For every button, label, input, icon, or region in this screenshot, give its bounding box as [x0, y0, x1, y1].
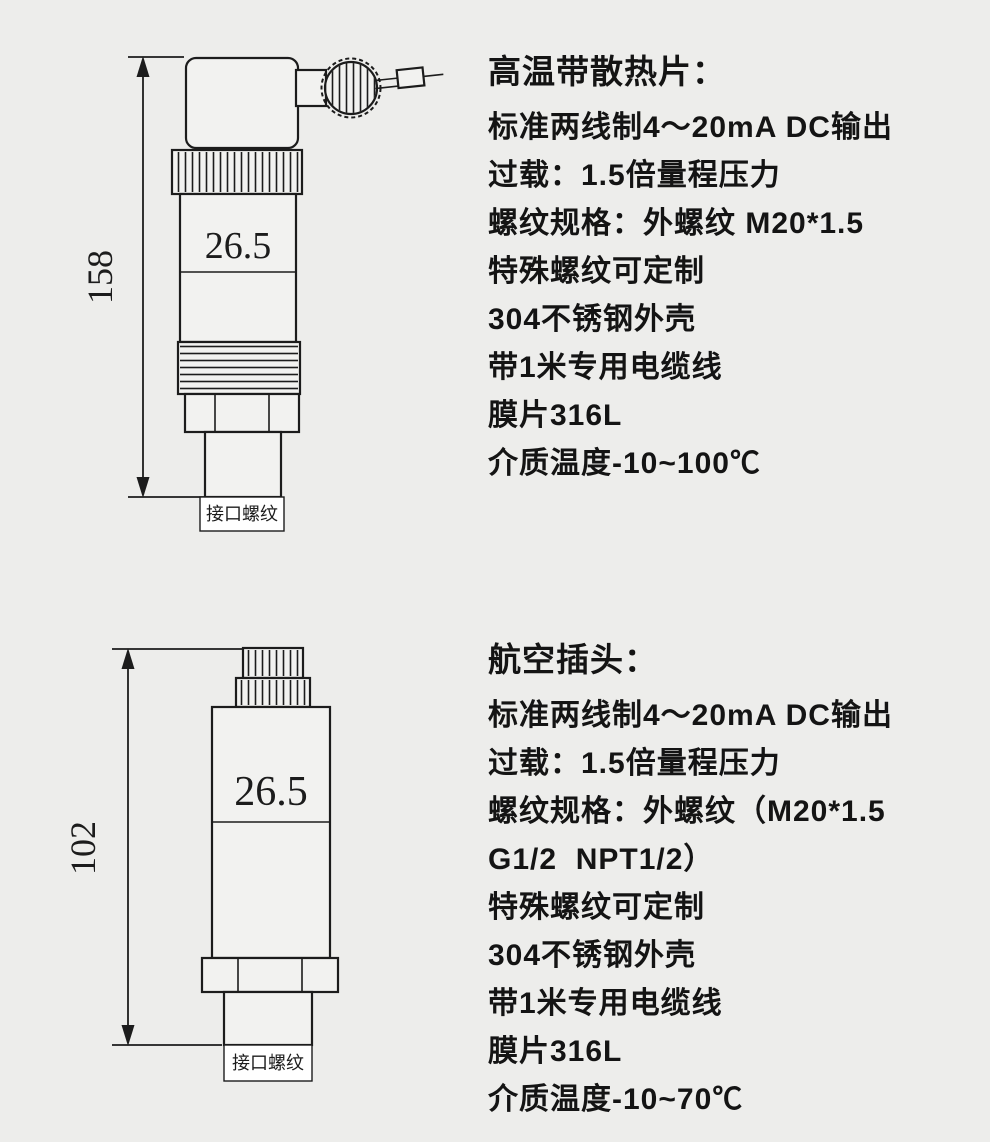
cable — [374, 66, 444, 90]
port-thread-label: 接口螺纹 — [206, 504, 278, 524]
spec-line: 膜片316L — [488, 399, 623, 432]
aviation-plug-transmitter-drawing: 102 26.5 接口螺纹 — [63, 646, 340, 1082]
spec-line: 304不锈钢外壳 — [488, 939, 697, 972]
transmitter-body: 26.5 — [178, 192, 298, 344]
spec-line: 带1米专用电缆线 — [488, 351, 723, 384]
cable-gland-housing — [184, 56, 444, 150]
height-dimension: 158 — [80, 56, 204, 498]
pressure-port — [203, 430, 283, 499]
body-width-label: 26.5 — [205, 225, 272, 267]
spec-line: 标准两线制4～20mA DC输出 — [488, 111, 893, 144]
spec-title: 高温带散热片： — [488, 53, 726, 90]
aviation-plug — [234, 646, 312, 709]
spec-line: G1/2 NPT1/2） — [488, 843, 715, 876]
spec-line: 螺纹规格：外螺纹 M20*1.5 — [488, 207, 865, 240]
specs-aviation-plug: 航空插头： 标准两线制4～20mA DC输出 过载：1.5倍量程压力 螺纹规格：… — [488, 636, 978, 1124]
spec-line: 过载：1.5倍量程压力 — [488, 159, 781, 192]
transmitter-body: 26.5 — [210, 705, 332, 960]
spec-title: 航空插头： — [488, 641, 658, 678]
height-dimension: 102 — [63, 648, 242, 1046]
spec-line: 介质温度-10~70℃ — [488, 1083, 744, 1116]
port-thread-label-box: 接口螺纹 — [223, 1044, 313, 1082]
port-thread-label-box: 接口螺纹 — [199, 496, 285, 532]
body-width-label: 26.5 — [234, 769, 308, 815]
specs-heatsink: 高温带散热片： 标准两线制4～20mA DC输出 过载：1.5倍量程压力 螺纹规… — [488, 48, 978, 488]
spec-line: 特殊螺纹可定制 — [488, 891, 705, 924]
hex-nut — [200, 956, 340, 994]
spec-line: 304不锈钢外壳 — [488, 303, 697, 336]
port-thread-label: 接口螺纹 — [232, 1053, 304, 1073]
spec-line: 带1米专用电缆线 — [488, 987, 723, 1020]
height-dimension-label: 102 — [63, 821, 103, 875]
spec-line: 介质温度-10~100℃ — [488, 447, 761, 480]
pressure-port — [222, 990, 314, 1047]
heat-sink-fins — [176, 340, 302, 396]
spec-line: 特殊螺纹可定制 — [488, 255, 705, 288]
knurled-ring — [170, 148, 304, 196]
hex-nut — [183, 392, 301, 434]
spec-line: 过载：1.5倍量程压力 — [488, 747, 781, 780]
spec-line: 螺纹规格：外螺纹（M20*1.5 — [488, 795, 886, 828]
spec-line: 标准两线制4～20mA DC输出 — [488, 699, 893, 732]
height-dimension-label: 158 — [80, 250, 120, 304]
spec-line: 膜片316L — [488, 1035, 623, 1068]
heatsink-transmitter-drawing: 158 26.5 — [80, 56, 444, 532]
